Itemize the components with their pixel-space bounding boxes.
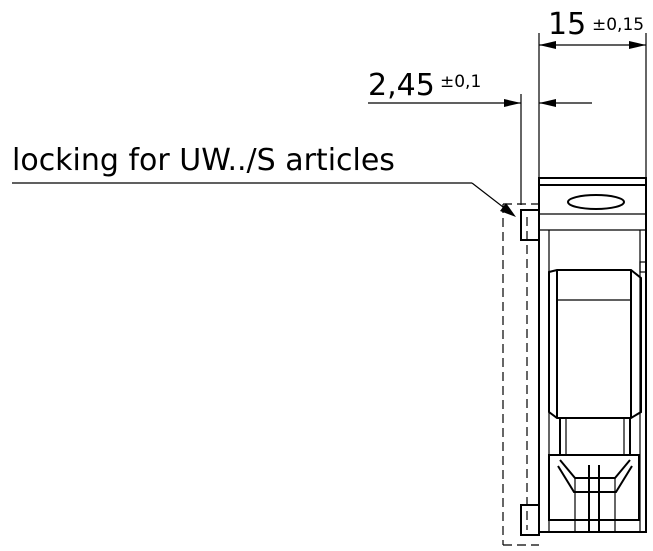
callout-arrowhead [500,203,516,217]
dimension-width-tolerance: ±0,15 [592,15,644,35]
locking-tab-bottom [520,504,540,536]
locking-tab-top [520,209,540,241]
conductor-entry [548,418,640,532]
dimension-lock-tolerance: ±0,1 [440,72,481,92]
dimension-width-value: 15 [548,7,586,42]
arrowhead-body [539,99,556,107]
dimension-lock-value: 2,45 [368,68,435,103]
arrowhead-left [539,41,556,49]
callout-label: locking for UW../S articles [12,143,395,178]
clamp-body [548,269,642,419]
top-slot [567,194,625,210]
arrowhead-lock [504,99,521,107]
dimension-width: 15 ±0,15 [538,7,647,178]
callout: locking for UW../S articles [12,143,516,217]
arrowhead-right [629,41,646,49]
dimension-lock-offset: 2,45 ±0,1 [368,68,592,205]
dashed-article-outline [502,203,539,546]
